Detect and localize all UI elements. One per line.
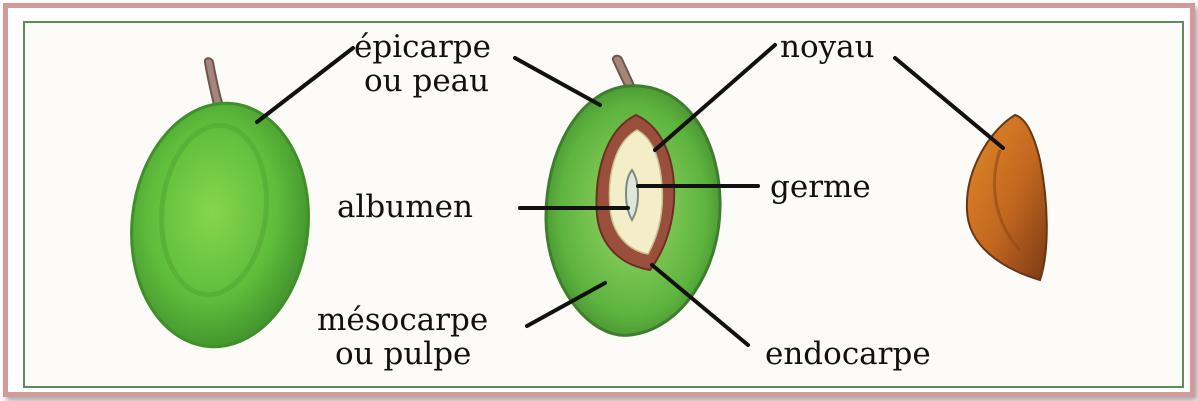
label-albumen: albumen bbox=[337, 190, 473, 224]
cut-olive bbox=[546, 56, 720, 336]
label-germ: germe bbox=[770, 170, 871, 204]
epicarp-leader-left bbox=[257, 48, 353, 122]
label-mesocarp-line2: ou pulpe bbox=[317, 337, 488, 371]
label-epicarp-line2: ou peau bbox=[354, 64, 491, 98]
label-mesocarp: mésocarpe ou pulpe bbox=[317, 303, 488, 371]
olive-stone bbox=[967, 115, 1047, 280]
whole-olive bbox=[120, 58, 321, 355]
label-endocarp: endocarpe bbox=[765, 337, 931, 371]
label-epicarp: épicarpe ou peau bbox=[354, 30, 491, 98]
label-stone: noyau bbox=[780, 30, 875, 64]
label-epicarp-line1: épicarpe bbox=[354, 30, 491, 64]
label-mesocarp-line1: mésocarpe bbox=[317, 303, 488, 337]
germ-shape bbox=[626, 170, 638, 220]
stone-leader-right bbox=[895, 58, 1003, 148]
epicarp-leader-right bbox=[515, 58, 600, 105]
